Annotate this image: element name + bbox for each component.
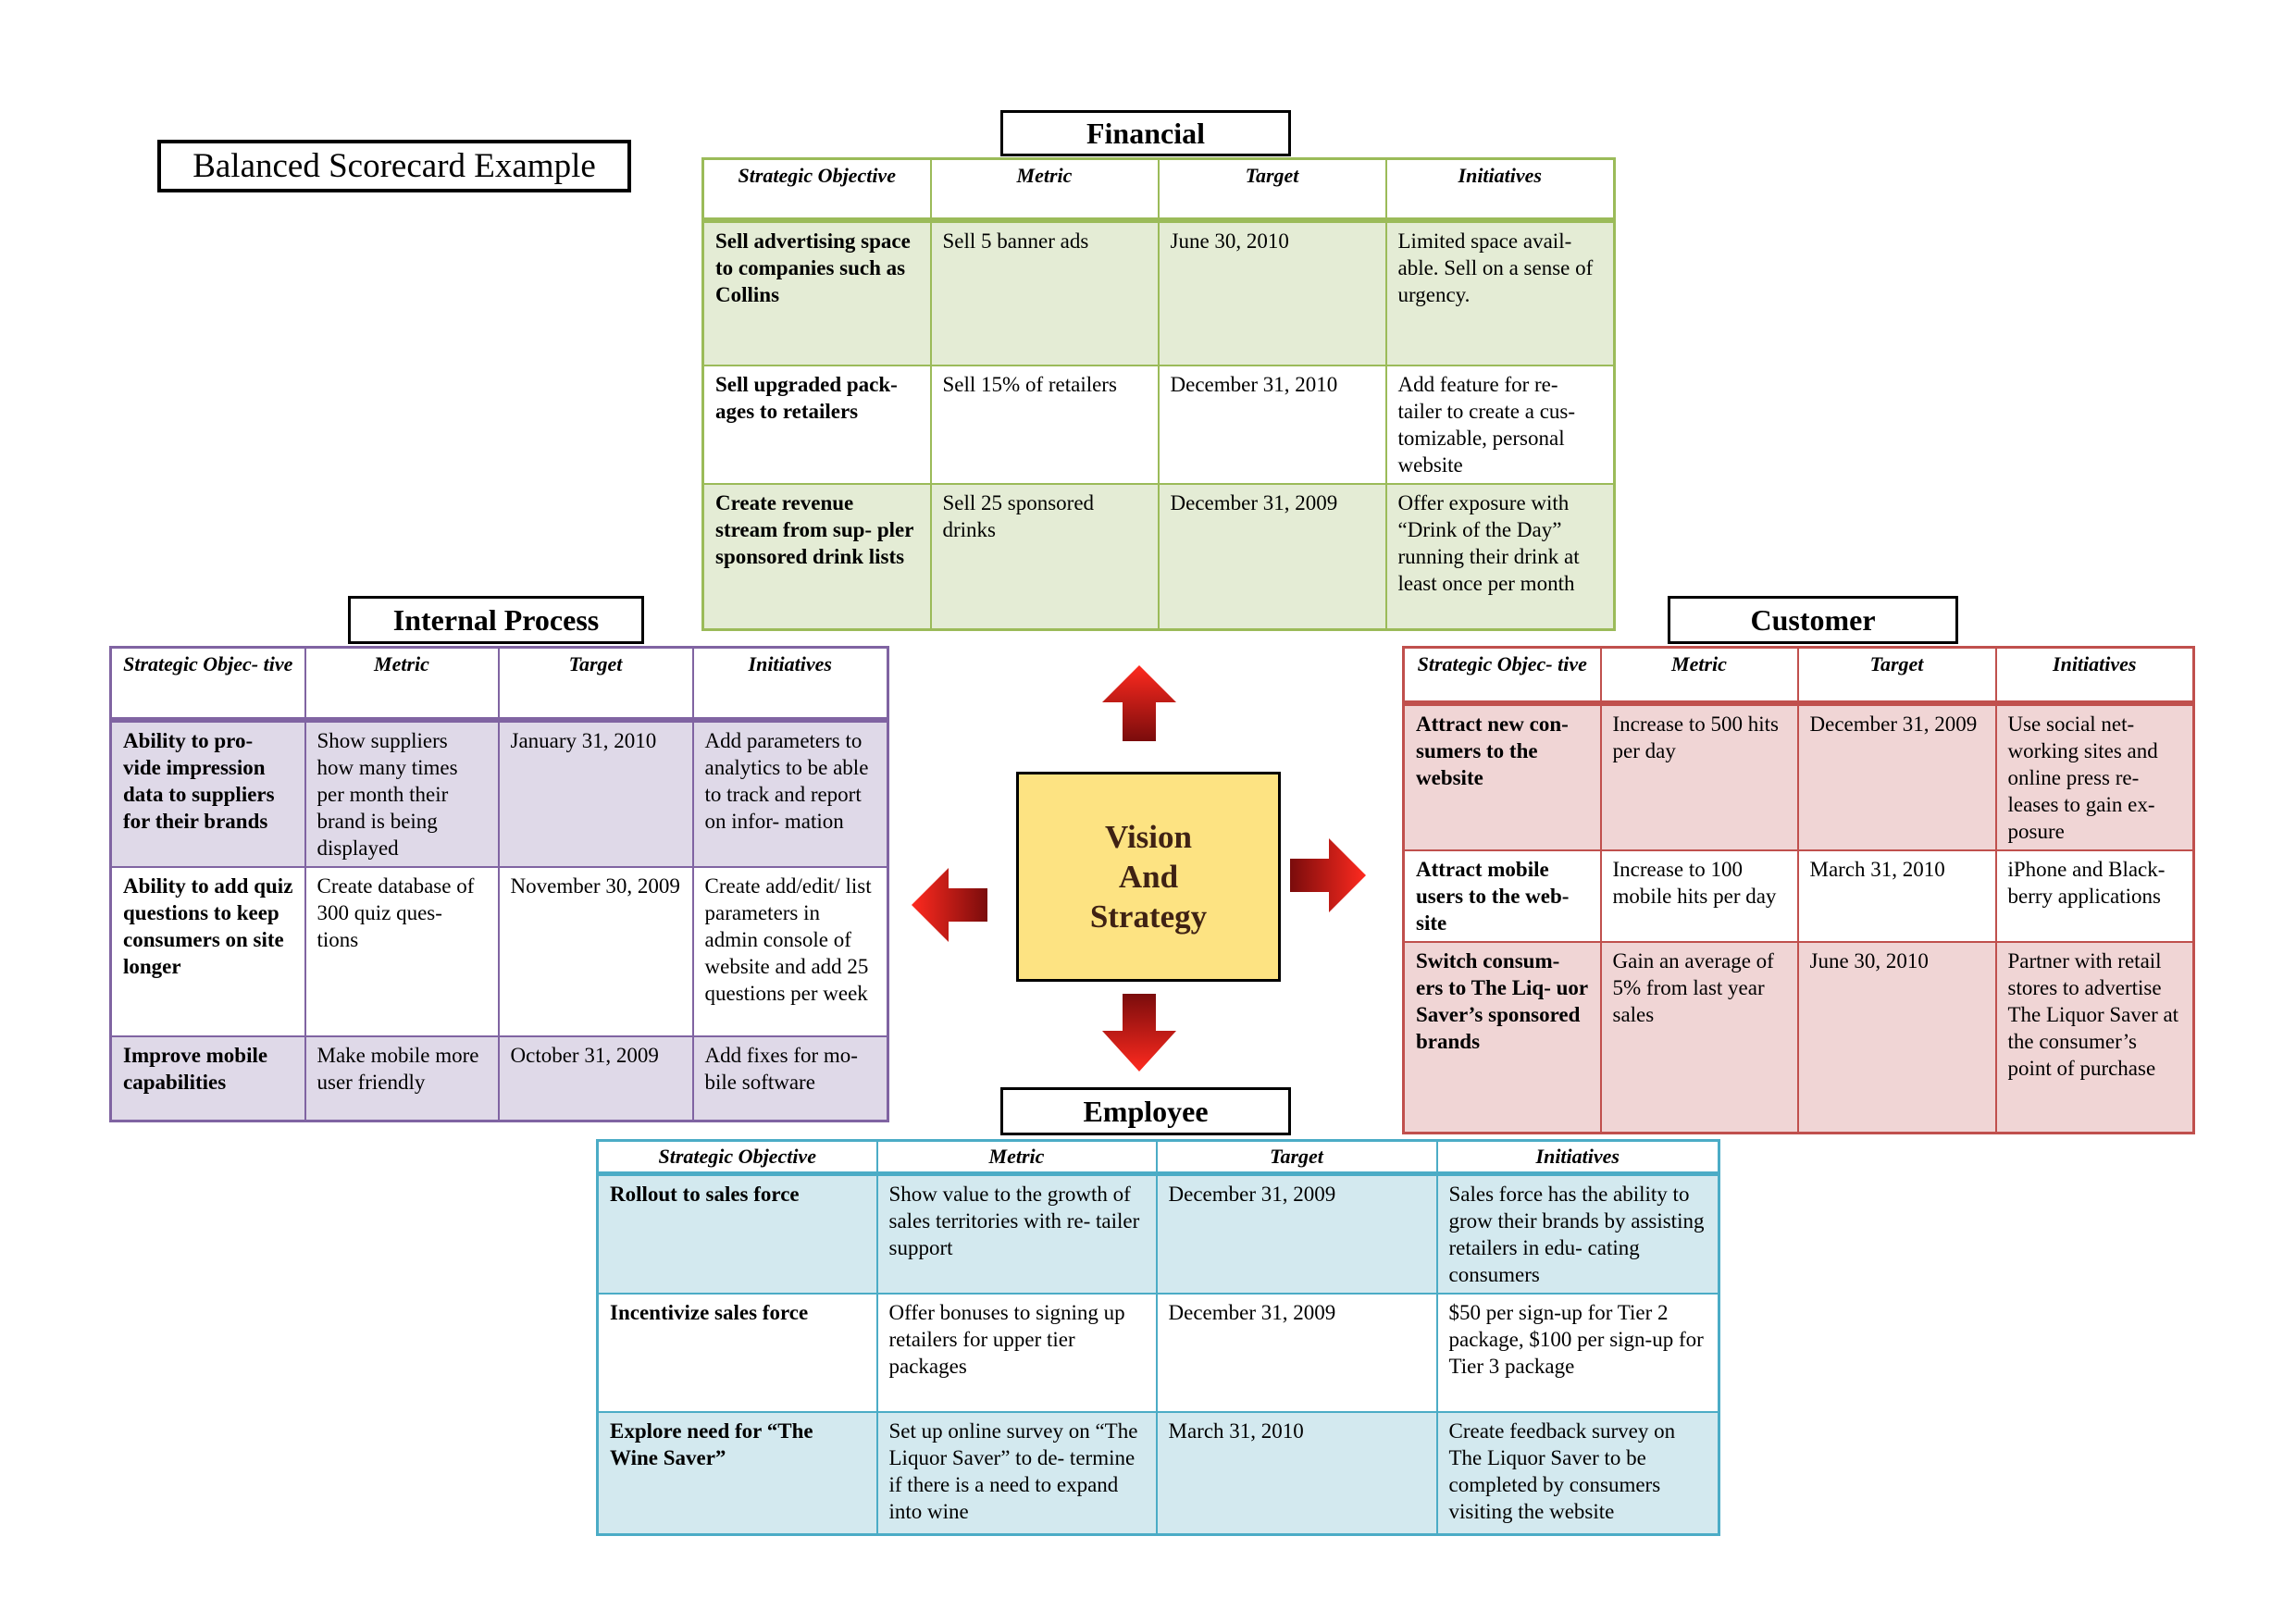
customer-header-metric: Metric — [1600, 647, 1799, 703]
metric-cell: Offer bonuses to signing up retailers fo… — [876, 1294, 1158, 1412]
initiatives-cell: Limited space avail- able. Sell on a sen… — [1397, 229, 1594, 306]
internal-header-objective: Strategic Objec- tive — [110, 647, 306, 720]
page-title: Balanced Scorecard Example — [157, 140, 631, 192]
initiatives-cell: Create feedback survey on The Liquor Sav… — [1448, 1419, 1676, 1523]
vision-and-strategy-box: Vision And Strategy — [1016, 772, 1281, 982]
metric-cell: Show value to the growth of sales territ… — [876, 1173, 1158, 1294]
vision-line-1: Vision — [1104, 819, 1192, 855]
arrow-down-icon — [1102, 994, 1176, 1072]
target-cell: December 31, 2009 — [1156, 1294, 1438, 1412]
financial-header-initiatives: Initiatives — [1385, 158, 1615, 220]
metric-cell: Set up online survey on “The Liquor Save… — [876, 1412, 1158, 1534]
table-row: Rollout to sales force Show value to the… — [597, 1173, 1719, 1294]
vision-line-2: And — [1118, 859, 1179, 895]
internal-header-target: Target — [498, 647, 694, 720]
metric-cell: Create database of 300 quiz ques- tions — [304, 866, 500, 1036]
objective-cell: Incentivize sales force — [597, 1294, 878, 1412]
financial-header-row: Strategic Objective Metric Target Initia… — [702, 158, 1615, 220]
metric-cell: Sell 5 banner ads — [930, 219, 1160, 365]
objective-cell: Attract mobile users to the web- site — [1403, 849, 1602, 942]
customer-table: Strategic Objec- tive Metric Target Init… — [1402, 646, 2195, 1134]
arrow-left-icon — [912, 868, 987, 942]
vision-line-3: Strategy — [1089, 898, 1208, 935]
table-row: Ability to add quiz questions to keep co… — [110, 866, 888, 1036]
financial-header-metric: Metric — [930, 158, 1160, 220]
target-cell: December 31, 2009 — [1158, 484, 1387, 630]
employee-title: Employee — [1000, 1087, 1291, 1135]
financial-header-target: Target — [1158, 158, 1387, 220]
table-row: Switch consum- ers to The Liq- uor Saver… — [1403, 941, 2194, 1134]
objective-cell: Improve mobile capabilities — [110, 1035, 306, 1121]
objective-cell: Switch consum- ers to The Liq- uor Saver… — [1403, 941, 1602, 1134]
objective-cell: Explore need for “The Wine Saver” — [597, 1412, 878, 1534]
table-row: Attract new con- sumers to the website I… — [1403, 702, 2194, 850]
initiatives-cell: Offer exposure with “Drink of the Day” r… — [1397, 491, 1580, 596]
metric-cell: Increase to 100 mobile hits per day — [1600, 849, 1799, 942]
target-cell: June 30, 2010 — [1797, 941, 1997, 1134]
employee-header-metric: Metric — [876, 1140, 1158, 1174]
initiatives-cell: Sales force has the ability to grow thei… — [1448, 1183, 1705, 1286]
internal-header-initiatives: Initiatives — [692, 647, 888, 720]
target-cell: December 31, 2009 — [1797, 702, 1997, 850]
initiatives-cell: $50 per sign-up for Tier 2 package, $100… — [1448, 1301, 1704, 1378]
target-cell: March 31, 2010 — [1156, 1412, 1438, 1534]
employee-table: Strategic Objective Metric Target Initia… — [596, 1139, 1720, 1536]
objective-cell: Create revenue stream from sup- pler spo… — [702, 484, 932, 630]
customer-header-row: Strategic Objec- tive Metric Target Init… — [1403, 647, 2194, 703]
customer-header-initiatives: Initiatives — [1995, 647, 2194, 703]
initiatives-cell: Partner with retail stores to advertise … — [2007, 948, 2179, 1080]
metric-cell: Sell 25 sponsored drinks — [930, 484, 1160, 630]
initiatives-cell: iPhone and Black- berry applications — [2007, 857, 2166, 908]
financial-table: Strategic Objective Metric Target Initia… — [701, 157, 1616, 631]
initiatives-cell: Use social net- working sites and online… — [2007, 712, 2158, 843]
internal-process-header-row: Strategic Objec- tive Metric Target Init… — [110, 647, 888, 720]
table-row: Ability to pro- vide impression data to … — [110, 719, 888, 867]
initiatives-cell: Add parameters to analytics to be able t… — [704, 728, 869, 833]
target-cell: December 31, 2009 — [1156, 1173, 1438, 1294]
customer-header-target: Target — [1797, 647, 1997, 703]
employee-header-target: Target — [1156, 1140, 1438, 1174]
objective-cell: Sell upgraded pack- ages to retailers — [702, 365, 932, 485]
initiatives-cell: Add fixes for mo- bile software — [704, 1043, 858, 1094]
target-cell: December 31, 2010 — [1158, 365, 1387, 485]
objective-cell: Sell advertising space to companies such… — [702, 219, 932, 365]
financial-header-objective: Strategic Objective — [702, 158, 932, 220]
target-cell: January 31, 2010 — [498, 719, 694, 867]
arrow-right-icon — [1290, 838, 1366, 912]
table-row: Incentivize sales force Offer bonuses to… — [597, 1294, 1719, 1412]
target-cell: November 30, 2009 — [498, 866, 694, 1036]
metric-cell: Increase to 500 hits per day — [1600, 702, 1799, 850]
metric-cell: Gain an average of 5% from last year sal… — [1600, 941, 1799, 1134]
metric-cell: Sell 15% of retailers — [930, 365, 1160, 485]
target-cell: June 30, 2010 — [1158, 219, 1387, 365]
table-row: Sell advertising space to companies such… — [702, 219, 1615, 365]
table-row: Sell upgraded pack- ages to retailers Se… — [702, 365, 1615, 485]
financial-title: Financial — [1000, 110, 1291, 156]
table-row: Create revenue stream from sup- pler spo… — [702, 484, 1615, 630]
metric-cell: Show suppliers how many times per month … — [304, 719, 500, 867]
table-row: Explore need for “The Wine Saver” Set up… — [597, 1412, 1719, 1534]
employee-header-objective: Strategic Objective — [597, 1140, 878, 1174]
objective-cell: Ability to pro- vide impression data to … — [110, 719, 306, 867]
internal-header-metric: Metric — [304, 647, 500, 720]
table-row: Improve mobile capabilities Make mobile … — [110, 1035, 888, 1121]
objective-cell: Attract new con- sumers to the website — [1403, 702, 1602, 850]
internal-process-title: Internal Process — [348, 596, 644, 644]
customer-title: Customer — [1668, 596, 1958, 644]
objective-cell: Ability to add quiz questions to keep co… — [110, 866, 306, 1036]
target-cell: March 31, 2010 — [1797, 849, 1997, 942]
table-row: Attract mobile users to the web- site In… — [1403, 849, 2194, 942]
employee-header-row: Strategic Objective Metric Target Initia… — [597, 1140, 1719, 1174]
objective-cell: Rollout to sales force — [597, 1173, 878, 1294]
arrow-up-icon — [1102, 665, 1176, 741]
target-cell: October 31, 2009 — [498, 1035, 694, 1121]
metric-cell: Make mobile more user friendly — [304, 1035, 500, 1121]
initiatives-cell: Create add/edit/ list parameters in admi… — [704, 873, 872, 1005]
internal-process-table: Strategic Objec- tive Metric Target Init… — [109, 646, 889, 1122]
employee-header-initiatives: Initiatives — [1436, 1140, 1719, 1174]
initiatives-cell: Add feature for re- tailer to create a c… — [1397, 372, 1576, 477]
customer-header-objective: Strategic Objec- tive — [1403, 647, 1602, 703]
